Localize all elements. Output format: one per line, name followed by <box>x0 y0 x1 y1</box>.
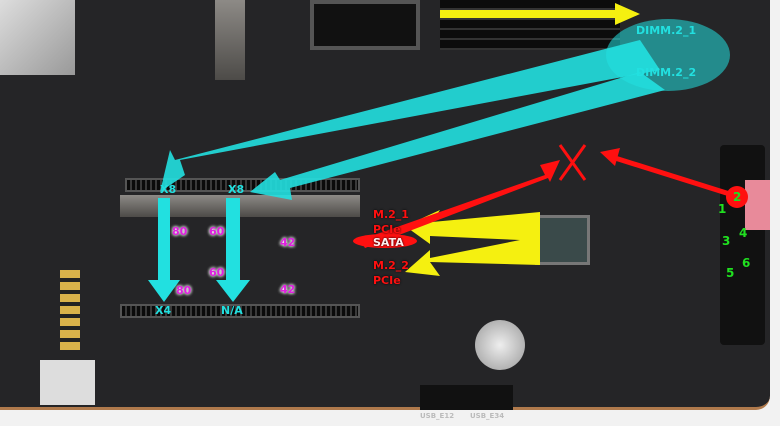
sata-highlight <box>353 234 417 248</box>
io-shield <box>0 0 75 75</box>
barcode-sticker <box>745 180 770 230</box>
label-sata-1: 1 <box>718 202 727 216</box>
label-x8-left: X8 <box>160 183 177 196</box>
label-m2-1-pcie: PCIe <box>373 223 401 236</box>
usb-header-1 <box>420 385 470 410</box>
label-x8-right: X8 <box>228 183 245 196</box>
usb-header-2 <box>468 385 513 410</box>
label-sata-6: 6 <box>742 256 751 270</box>
label-sata-2: 2 <box>733 190 742 204</box>
label-na: N/A <box>221 304 243 317</box>
chipset <box>535 215 590 265</box>
yellow-arrow-dimm <box>440 3 640 25</box>
red-arrow-sata <box>360 160 560 248</box>
label-x4: X4 <box>155 304 172 317</box>
cpu-socket <box>310 0 420 50</box>
cyan-arrow-x8-right <box>250 72 665 200</box>
cyan-arrow-x8-left <box>160 40 660 192</box>
cmos-battery <box>475 320 525 370</box>
label-sata-5: 5 <box>726 266 735 280</box>
label-sata-3: 3 <box>722 234 731 248</box>
dimm-slots <box>440 0 620 50</box>
label-m2-1-sata: SATA <box>373 236 404 249</box>
red-line-sata2 <box>614 155 737 199</box>
label-m2-1: M.2_1 <box>373 208 409 221</box>
sata-connectors <box>720 145 765 345</box>
pcie-slot-2 <box>120 304 360 318</box>
audio-cover <box>40 360 95 405</box>
red-arrowhead <box>600 148 620 166</box>
cyan-arrow-x4 <box>148 198 180 302</box>
label-m2-2: M.2_2 <box>373 259 409 272</box>
label-m2-2-pcie: PCIe <box>373 274 401 287</box>
label-m2-length: 60 <box>209 225 225 238</box>
usb-e12-silk: USB_E12 <box>420 412 455 420</box>
cyan-arrow-na <box>216 198 250 302</box>
label-m2-length: 80 <box>176 284 192 297</box>
label-m2-length: 42 <box>280 236 296 249</box>
vrm-heatsink <box>215 0 245 80</box>
sata2-circle <box>726 186 748 208</box>
label-m2-length: 60 <box>209 266 225 279</box>
audio-caps <box>60 270 80 350</box>
label-m2-length: 42 <box>280 283 296 296</box>
label-dimm-2-1: DIMM.2_1 <box>636 24 697 37</box>
label-sata-4: 4 <box>739 226 748 240</box>
label-dimm-2-2: DIMM.2_2 <box>636 66 697 79</box>
label-m2-length: 80 <box>172 225 188 238</box>
usb-e34-silk: USB_E34 <box>470 412 505 420</box>
yellow-arrow-m2 <box>405 210 540 276</box>
